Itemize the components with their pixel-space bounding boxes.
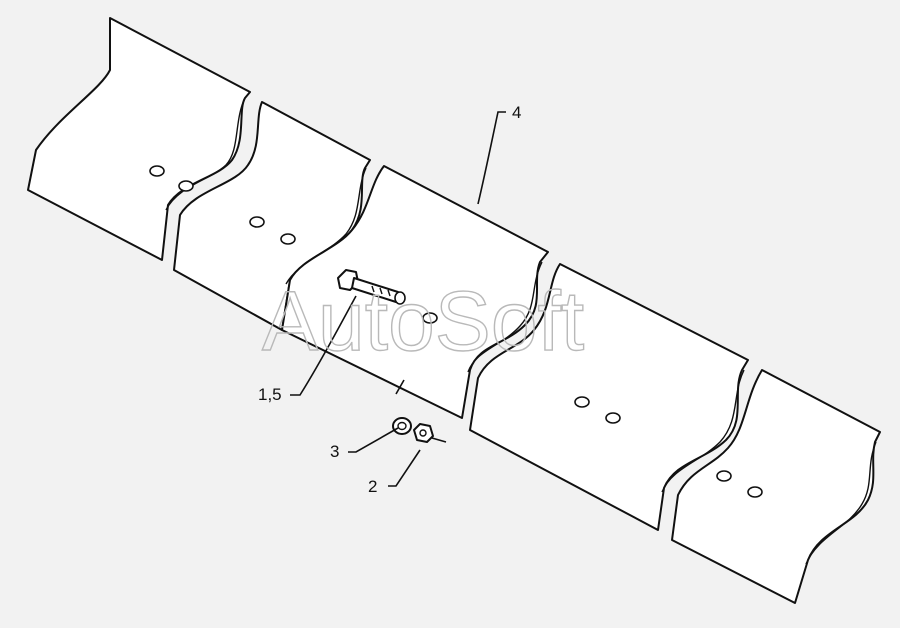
bolt-callout: 1,5 <box>258 385 282 404</box>
cutting-edge-segment-4 <box>469 263 749 531</box>
nut-callout: 2 <box>368 477 377 496</box>
watermark-text: AutoSoft <box>262 274 584 368</box>
cutting-edge-callout: 4 <box>512 103 521 122</box>
washer-callout: 3 <box>330 442 339 461</box>
bolt-slot <box>178 180 194 192</box>
washer-icon <box>392 417 412 435</box>
bolt-slot <box>422 312 438 324</box>
bolt-leader-line <box>290 295 357 396</box>
bolt-slot <box>574 396 590 408</box>
cutting-edge-leader-line <box>477 111 506 205</box>
cutting-edge-segment-2 <box>173 101 371 331</box>
nut-icon <box>413 423 434 443</box>
cutting-edge-segment-3 <box>281 165 549 419</box>
bolt-slot <box>605 412 621 424</box>
bolt-slot <box>747 486 763 498</box>
washer-leader-line <box>348 427 399 453</box>
bolt-slot <box>149 165 165 177</box>
bolt-icon <box>337 269 406 305</box>
bolt-slot <box>249 216 265 228</box>
cutting-edge-segment-5 <box>671 369 881 604</box>
bolt-slot <box>280 233 296 245</box>
cutting-edge-segment-1 <box>27 17 251 261</box>
nut-leader-line <box>388 449 421 487</box>
bolt-slot <box>716 470 732 482</box>
axis-line <box>395 379 447 443</box>
